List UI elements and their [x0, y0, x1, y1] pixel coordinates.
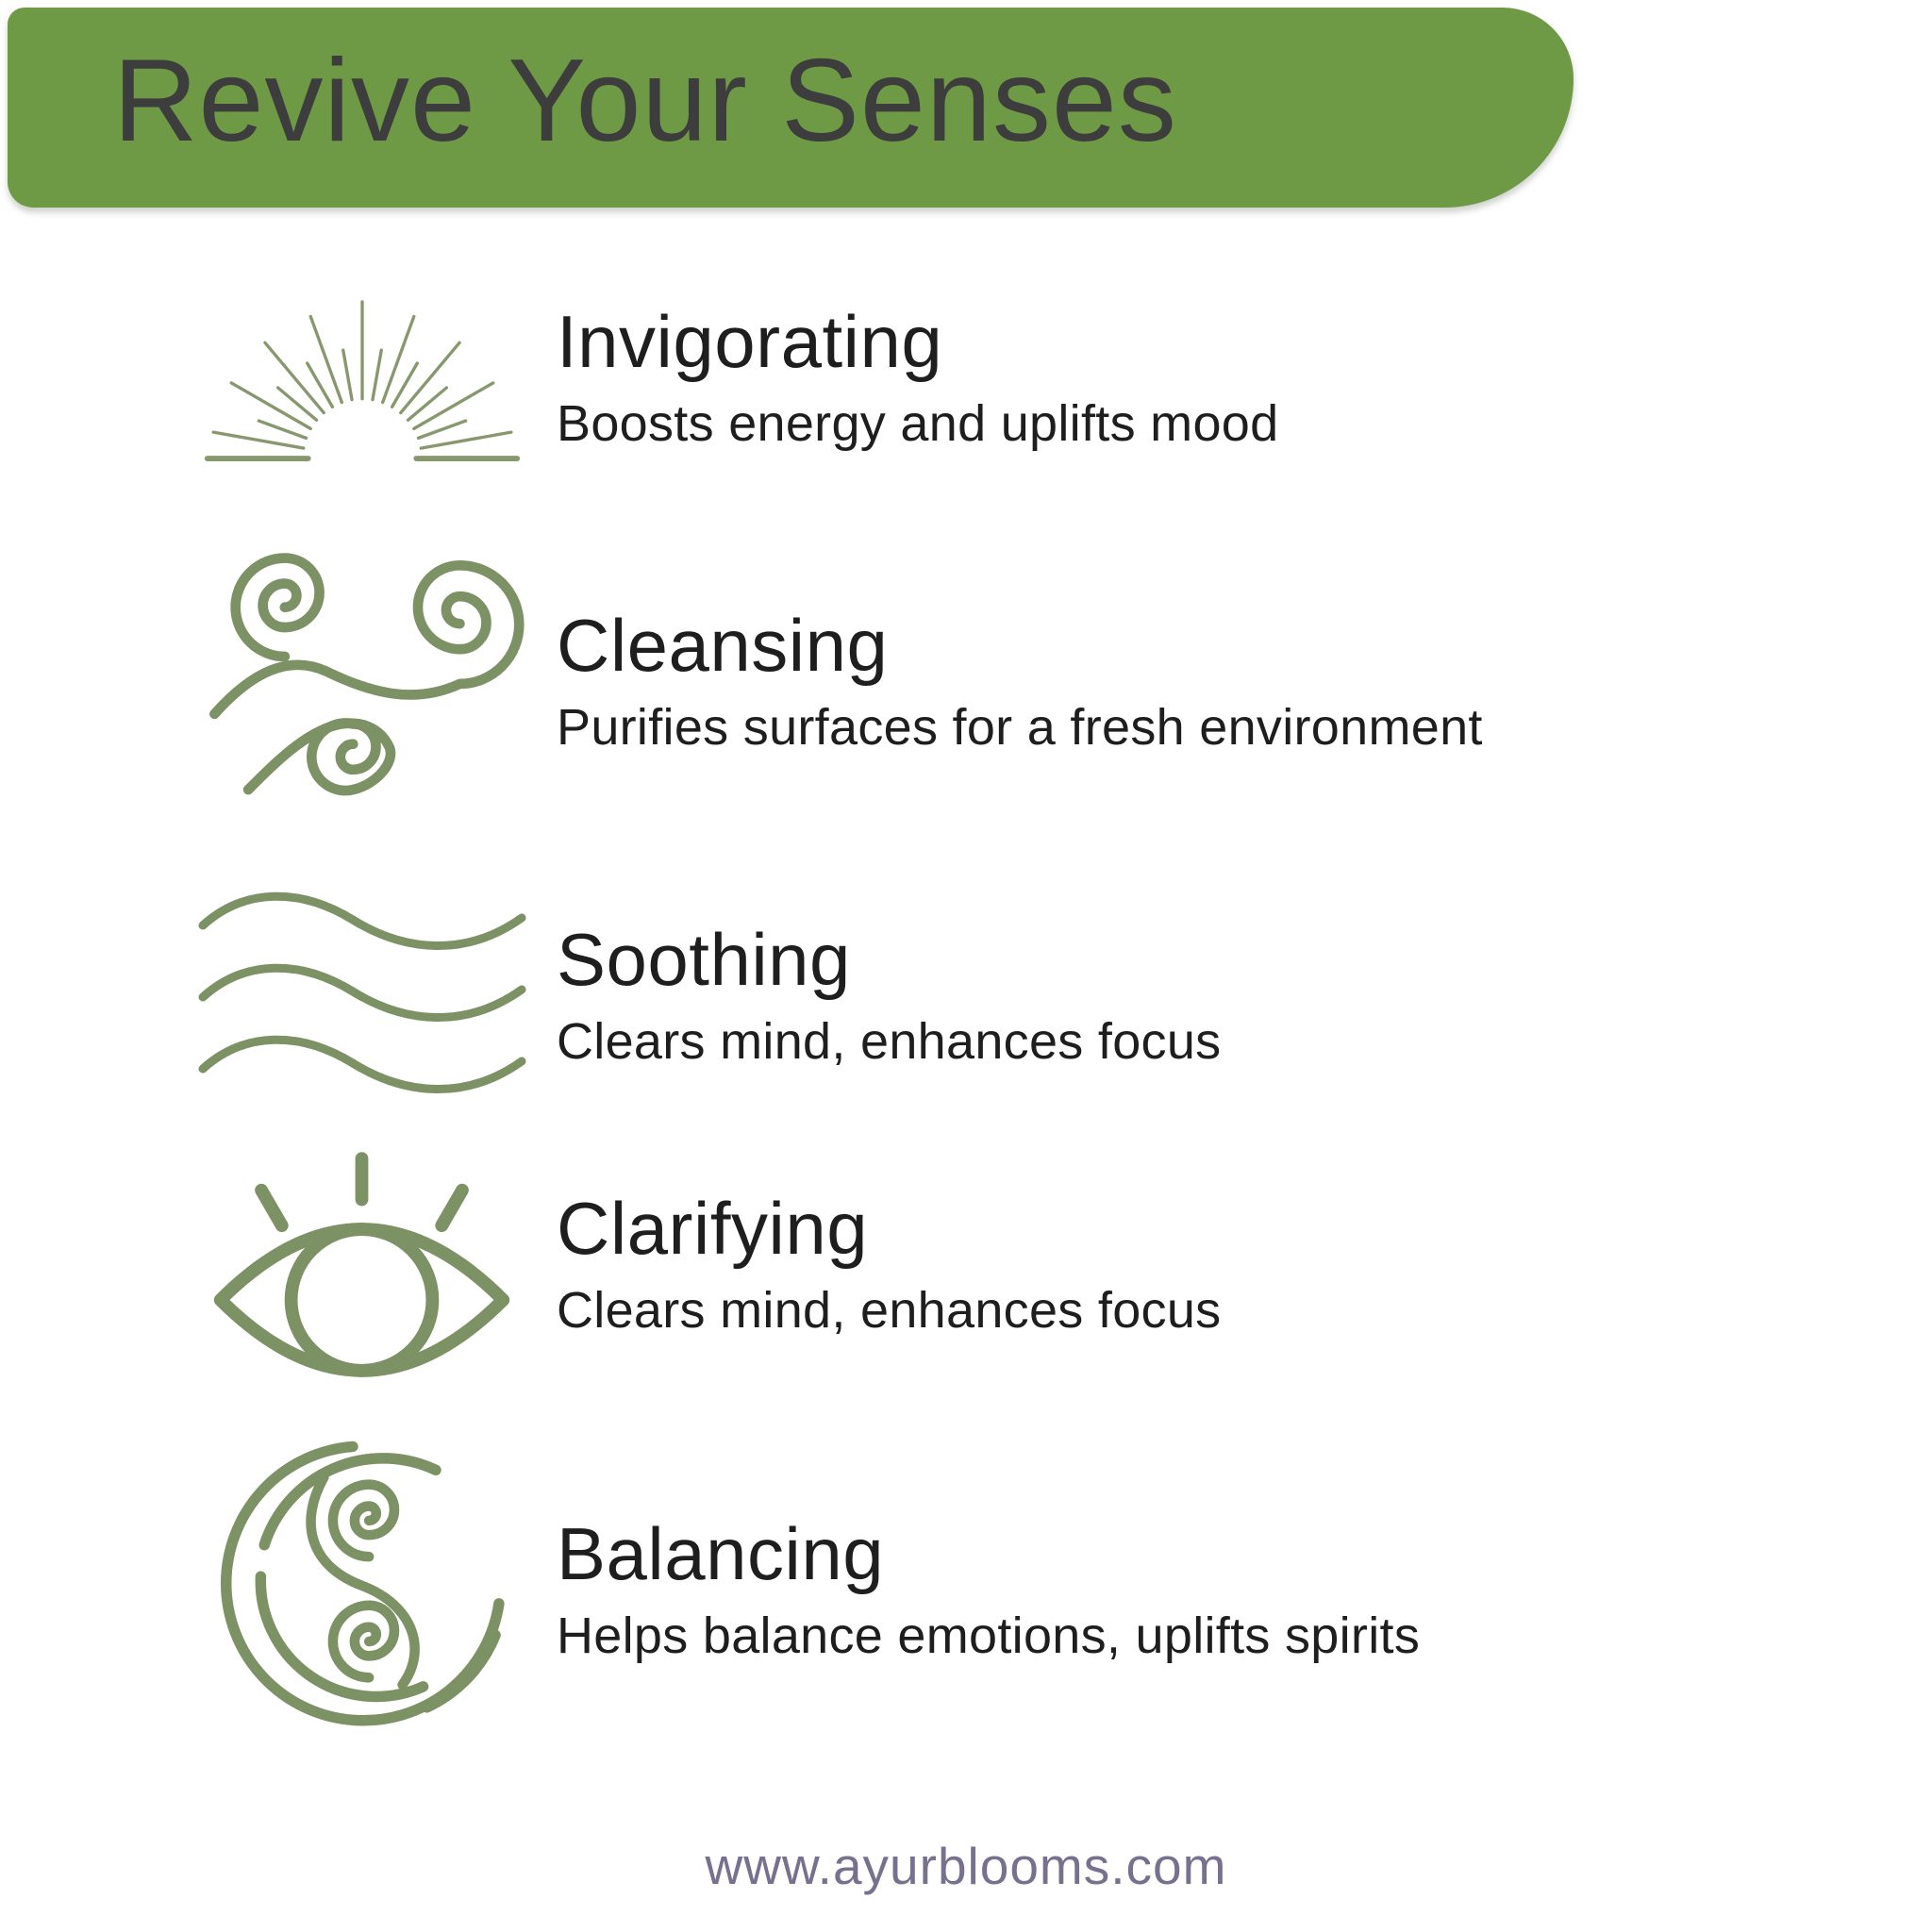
benefit-text: Invigorating Boosts energy and uplifts m…: [538, 300, 1279, 453]
benefit-title: Soothing: [557, 918, 851, 1002]
website-url: www.ayurblooms.com: [705, 1837, 1227, 1895]
benefit-title: Cleansing: [557, 604, 889, 688]
benefit-row-cleansing: Cleansing Purifies surfaces for a fresh …: [187, 545, 1875, 819]
eye-icon: [187, 1151, 538, 1379]
benefit-description: Purifies surfaces for a fresh environmen…: [557, 699, 1483, 757]
benefit-description: Helps balance emotions, uplifts spirits: [557, 1607, 1421, 1665]
benefit-title: Balancing: [557, 1512, 885, 1596]
benefit-row-balancing: Balancing Helps balance emotions, uplift…: [187, 1434, 1875, 1747]
benefit-row-clarifying: Clarifying Clears mind, enhances focus: [187, 1134, 1875, 1396]
page-title: Revive Your Senses: [113, 36, 1177, 166]
benefit-text: Cleansing Purifies surfaces for a fresh …: [538, 604, 1483, 757]
benefit-title: Clarifying: [557, 1187, 869, 1271]
benefit-row-invigorating: Invigorating Boosts energy and uplifts m…: [187, 288, 1875, 469]
sunrise-rays-icon: [187, 289, 538, 468]
benefit-title: Invigorating: [557, 300, 943, 384]
benefit-description: Boosts energy and uplifts mood: [557, 395, 1279, 453]
benefit-text: Soothing Clears mind, enhances focus: [538, 918, 1222, 1071]
benefit-text: Balancing Helps balance emotions, uplift…: [538, 1512, 1421, 1665]
benefit-text: Clarifying Clears mind, enhances focus: [538, 1187, 1222, 1340]
header-banner: Revive Your Senses: [8, 8, 1574, 208]
benefit-row-soothing: Soothing Clears mind, enhances focus: [187, 883, 1875, 1109]
yin-yang-spirals-icon: [187, 1434, 538, 1747]
benefit-description: Clears mind, enhances focus: [557, 1282, 1222, 1340]
benefit-description: Clears mind, enhances focus: [557, 1013, 1222, 1071]
waves-icon: [187, 888, 538, 1105]
wind-swirls-icon: [187, 544, 538, 820]
